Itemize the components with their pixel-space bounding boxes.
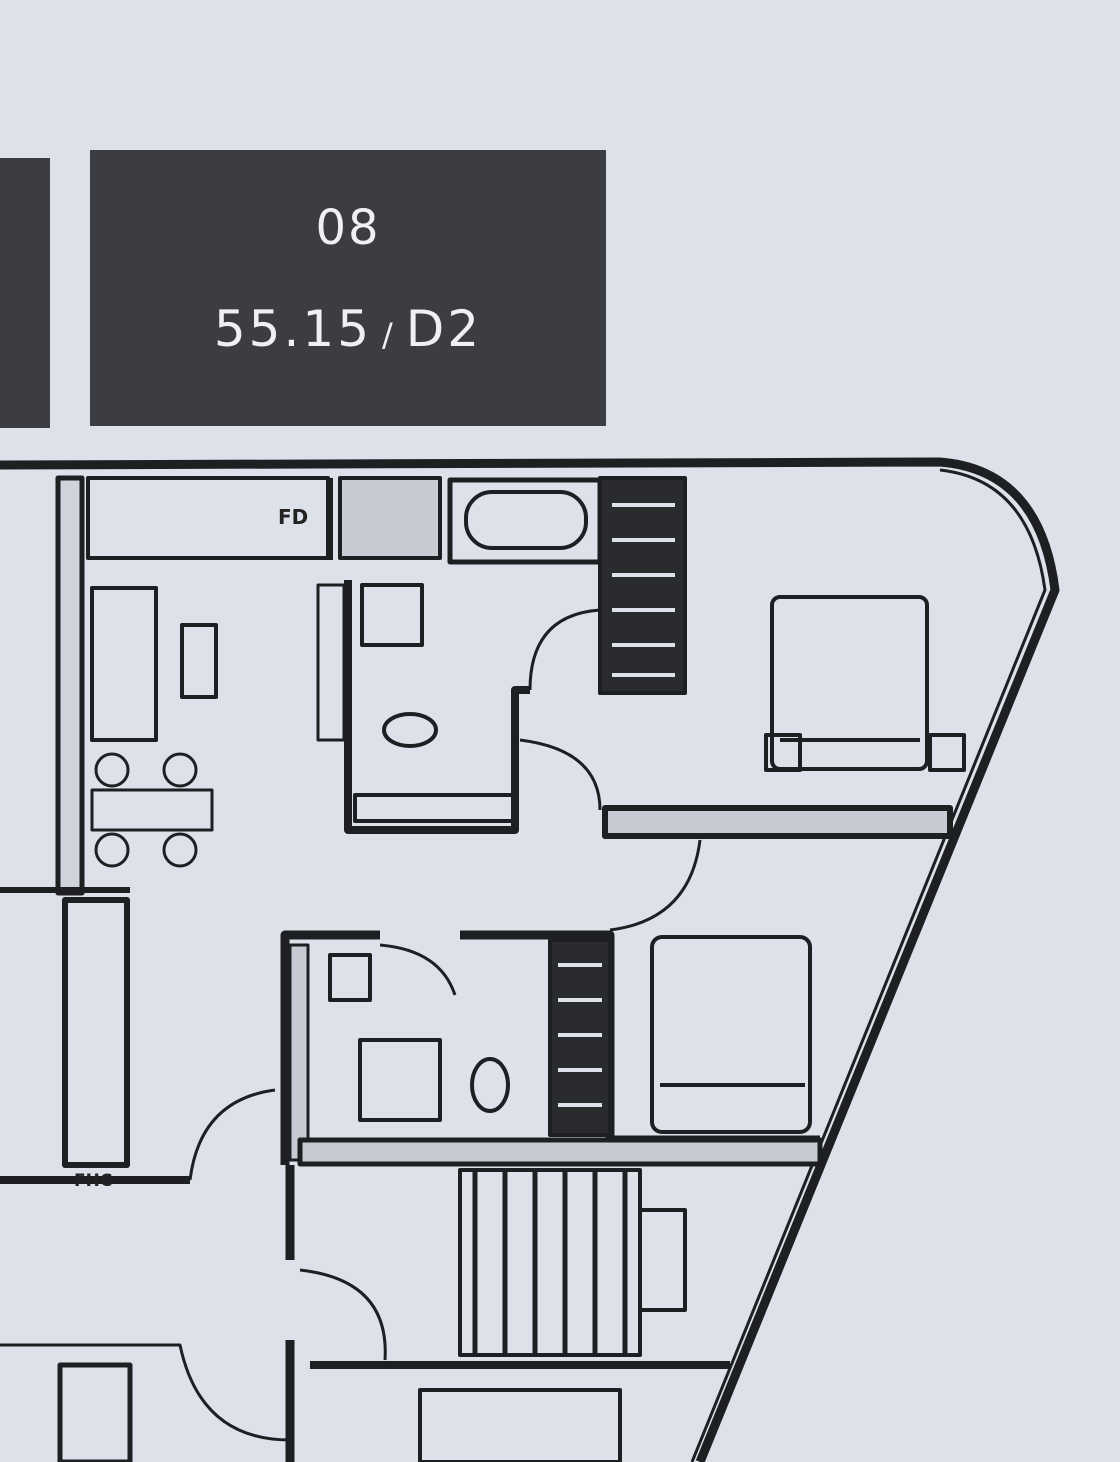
door-swing: [528, 608, 601, 691]
basin: [360, 583, 424, 647]
unit-area-type: 55.15/D2: [90, 300, 606, 358]
unit-area: 55.15: [213, 300, 373, 358]
unit-header: 08 55.15/D2: [90, 150, 606, 426]
coffee-table: [180, 623, 218, 699]
sofa: [90, 586, 158, 742]
fire-hose-cabinet-label: FHC: [74, 1171, 112, 1191]
bed-master: [770, 595, 929, 771]
floor-drain-label: FD: [278, 505, 308, 529]
structural-column: [55, 475, 85, 896]
outer-wall: [0, 457, 1060, 1462]
adjacent-unit-header: [0, 158, 50, 428]
bed-second: [650, 935, 812, 1134]
dining-table: [90, 788, 214, 832]
toilet: [382, 712, 438, 748]
unit-type: D2: [405, 300, 483, 358]
wardrobe: [548, 938, 612, 1137]
separator: /: [382, 316, 396, 354]
wardrobe: [598, 476, 687, 695]
unit-number: 08: [315, 200, 381, 256]
